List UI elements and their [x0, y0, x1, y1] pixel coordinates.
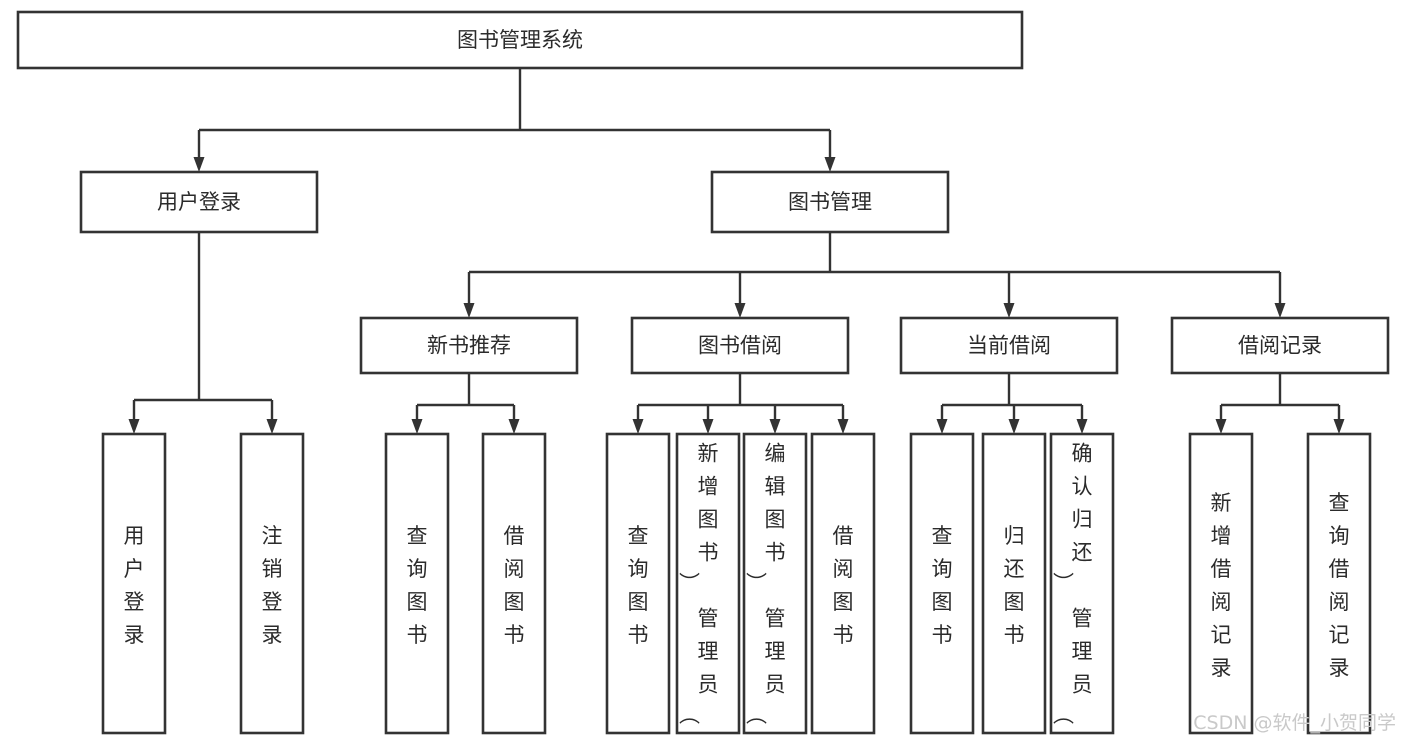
node-leaf-nb-query[interactable]: 查询图书 [384, 432, 450, 735]
edge-group-bookmgmt [463, 232, 1286, 318]
node-layer: 图书管理系统用户登录图书管理新书推荐图书借阅当前借阅借阅记录用户登录注销登录查询… [16, 10, 1390, 735]
node-box-records[interactable] [1170, 316, 1390, 375]
node-box-leaf-cur-return[interactable] [981, 432, 1047, 735]
node-box-leaf-bk-borrow[interactable] [810, 432, 876, 735]
node-leaf-bk-query[interactable]: 查询图书 [605, 432, 671, 735]
node-label-leaf-user-logout: 注销登录 [262, 524, 283, 647]
edge-group-login [128, 232, 278, 434]
node-label-current: 当前借阅 [967, 334, 1051, 358]
node-leaf-bk-edit[interactable]: 编辑图书（管理员） [742, 432, 808, 735]
node-box-leaf-user-logout[interactable] [239, 432, 305, 735]
node-box-leaf-nb-borrow[interactable] [481, 432, 547, 735]
node-box-bookmgmt[interactable] [710, 170, 950, 234]
edge-group-current [936, 373, 1088, 434]
node-bookmgmt[interactable]: 图书管理 [710, 170, 950, 234]
node-box-login[interactable] [79, 170, 319, 234]
node-box-borrow[interactable] [630, 316, 850, 375]
node-label-records: 借阅记录 [1238, 334, 1322, 358]
edge-group-records [1215, 373, 1345, 434]
node-label-leaf-nb-borrow: 借阅图书 [504, 524, 525, 647]
node-label-root: 图书管理系统 [457, 28, 583, 52]
node-box-leaf-cur-query[interactable] [909, 432, 975, 735]
node-label-leaf-user-login: 用户登录 [124, 524, 145, 647]
node-box-leaf-bk-add[interactable] [675, 432, 741, 735]
node-box-leaf-rec-add[interactable] [1188, 432, 1254, 735]
node-box-leaf-bk-edit[interactable] [742, 432, 808, 735]
node-label-leaf-nb-query: 查询图书 [407, 524, 428, 647]
node-label-leaf-cur-return: 归还图书 [1004, 524, 1025, 647]
node-leaf-rec-query[interactable]: 查询借阅记录 [1306, 432, 1372, 735]
edge-group-newbook [411, 373, 520, 434]
node-label-leaf-rec-query: 查询借阅记录 [1329, 491, 1350, 680]
node-label-leaf-bk-add: 新增图书（管理员） [679, 442, 719, 725]
node-leaf-cur-query[interactable]: 查询图书 [909, 432, 975, 735]
csdn-watermark: CSDN @软件_小贺同学 [1193, 712, 1396, 734]
node-label-leaf-bk-query: 查询图书 [628, 524, 649, 647]
node-records[interactable]: 借阅记录 [1170, 316, 1390, 375]
node-leaf-rec-add[interactable]: 新增借阅记录 [1188, 432, 1254, 735]
connector-layer [128, 68, 1345, 434]
node-box-root[interactable] [16, 10, 1024, 70]
node-leaf-bk-borrow[interactable]: 借阅图书 [810, 432, 876, 735]
node-current[interactable]: 当前借阅 [899, 316, 1119, 375]
node-box-leaf-rec-query[interactable] [1306, 432, 1372, 735]
node-label-leaf-rec-add: 新增借阅记录 [1211, 491, 1232, 680]
node-root[interactable]: 图书管理系统 [16, 10, 1024, 70]
node-leaf-nb-borrow[interactable]: 借阅图书 [481, 432, 547, 735]
node-box-newbook[interactable] [359, 316, 579, 375]
node-borrow[interactable]: 图书借阅 [630, 316, 850, 375]
node-newbook[interactable]: 新书推荐 [359, 316, 579, 375]
node-box-leaf-bk-query[interactable] [605, 432, 671, 735]
node-leaf-cur-return[interactable]: 归还图书 [981, 432, 1047, 735]
node-login[interactable]: 用户登录 [79, 170, 319, 234]
node-leaf-user-logout[interactable]: 注销登录 [239, 432, 305, 735]
edge-group-borrow [632, 373, 849, 434]
node-box-leaf-nb-query[interactable] [384, 432, 450, 735]
node-label-leaf-bk-edit: 编辑图书（管理员） [746, 442, 786, 725]
node-box-leaf-user-login[interactable] [101, 432, 167, 735]
node-label-leaf-bk-borrow: 借阅图书 [833, 524, 854, 647]
node-label-bookmgmt: 图书管理 [788, 190, 872, 214]
node-label-newbook: 新书推荐 [427, 334, 511, 358]
edge-group-root [193, 68, 836, 172]
node-leaf-user-login[interactable]: 用户登录 [101, 432, 167, 735]
node-leaf-cur-confirm[interactable]: 确认归还（管理员） [1049, 432, 1115, 735]
node-leaf-bk-add[interactable]: 新增图书（管理员） [675, 432, 741, 735]
node-label-leaf-cur-confirm: 确认归还（管理员） [1053, 442, 1093, 725]
node-label-leaf-cur-query: 查询图书 [932, 524, 953, 647]
node-label-borrow: 图书借阅 [698, 334, 782, 358]
node-label-login: 用户登录 [157, 190, 241, 214]
node-box-leaf-cur-confirm[interactable] [1049, 432, 1115, 735]
node-box-current[interactable] [899, 316, 1119, 375]
